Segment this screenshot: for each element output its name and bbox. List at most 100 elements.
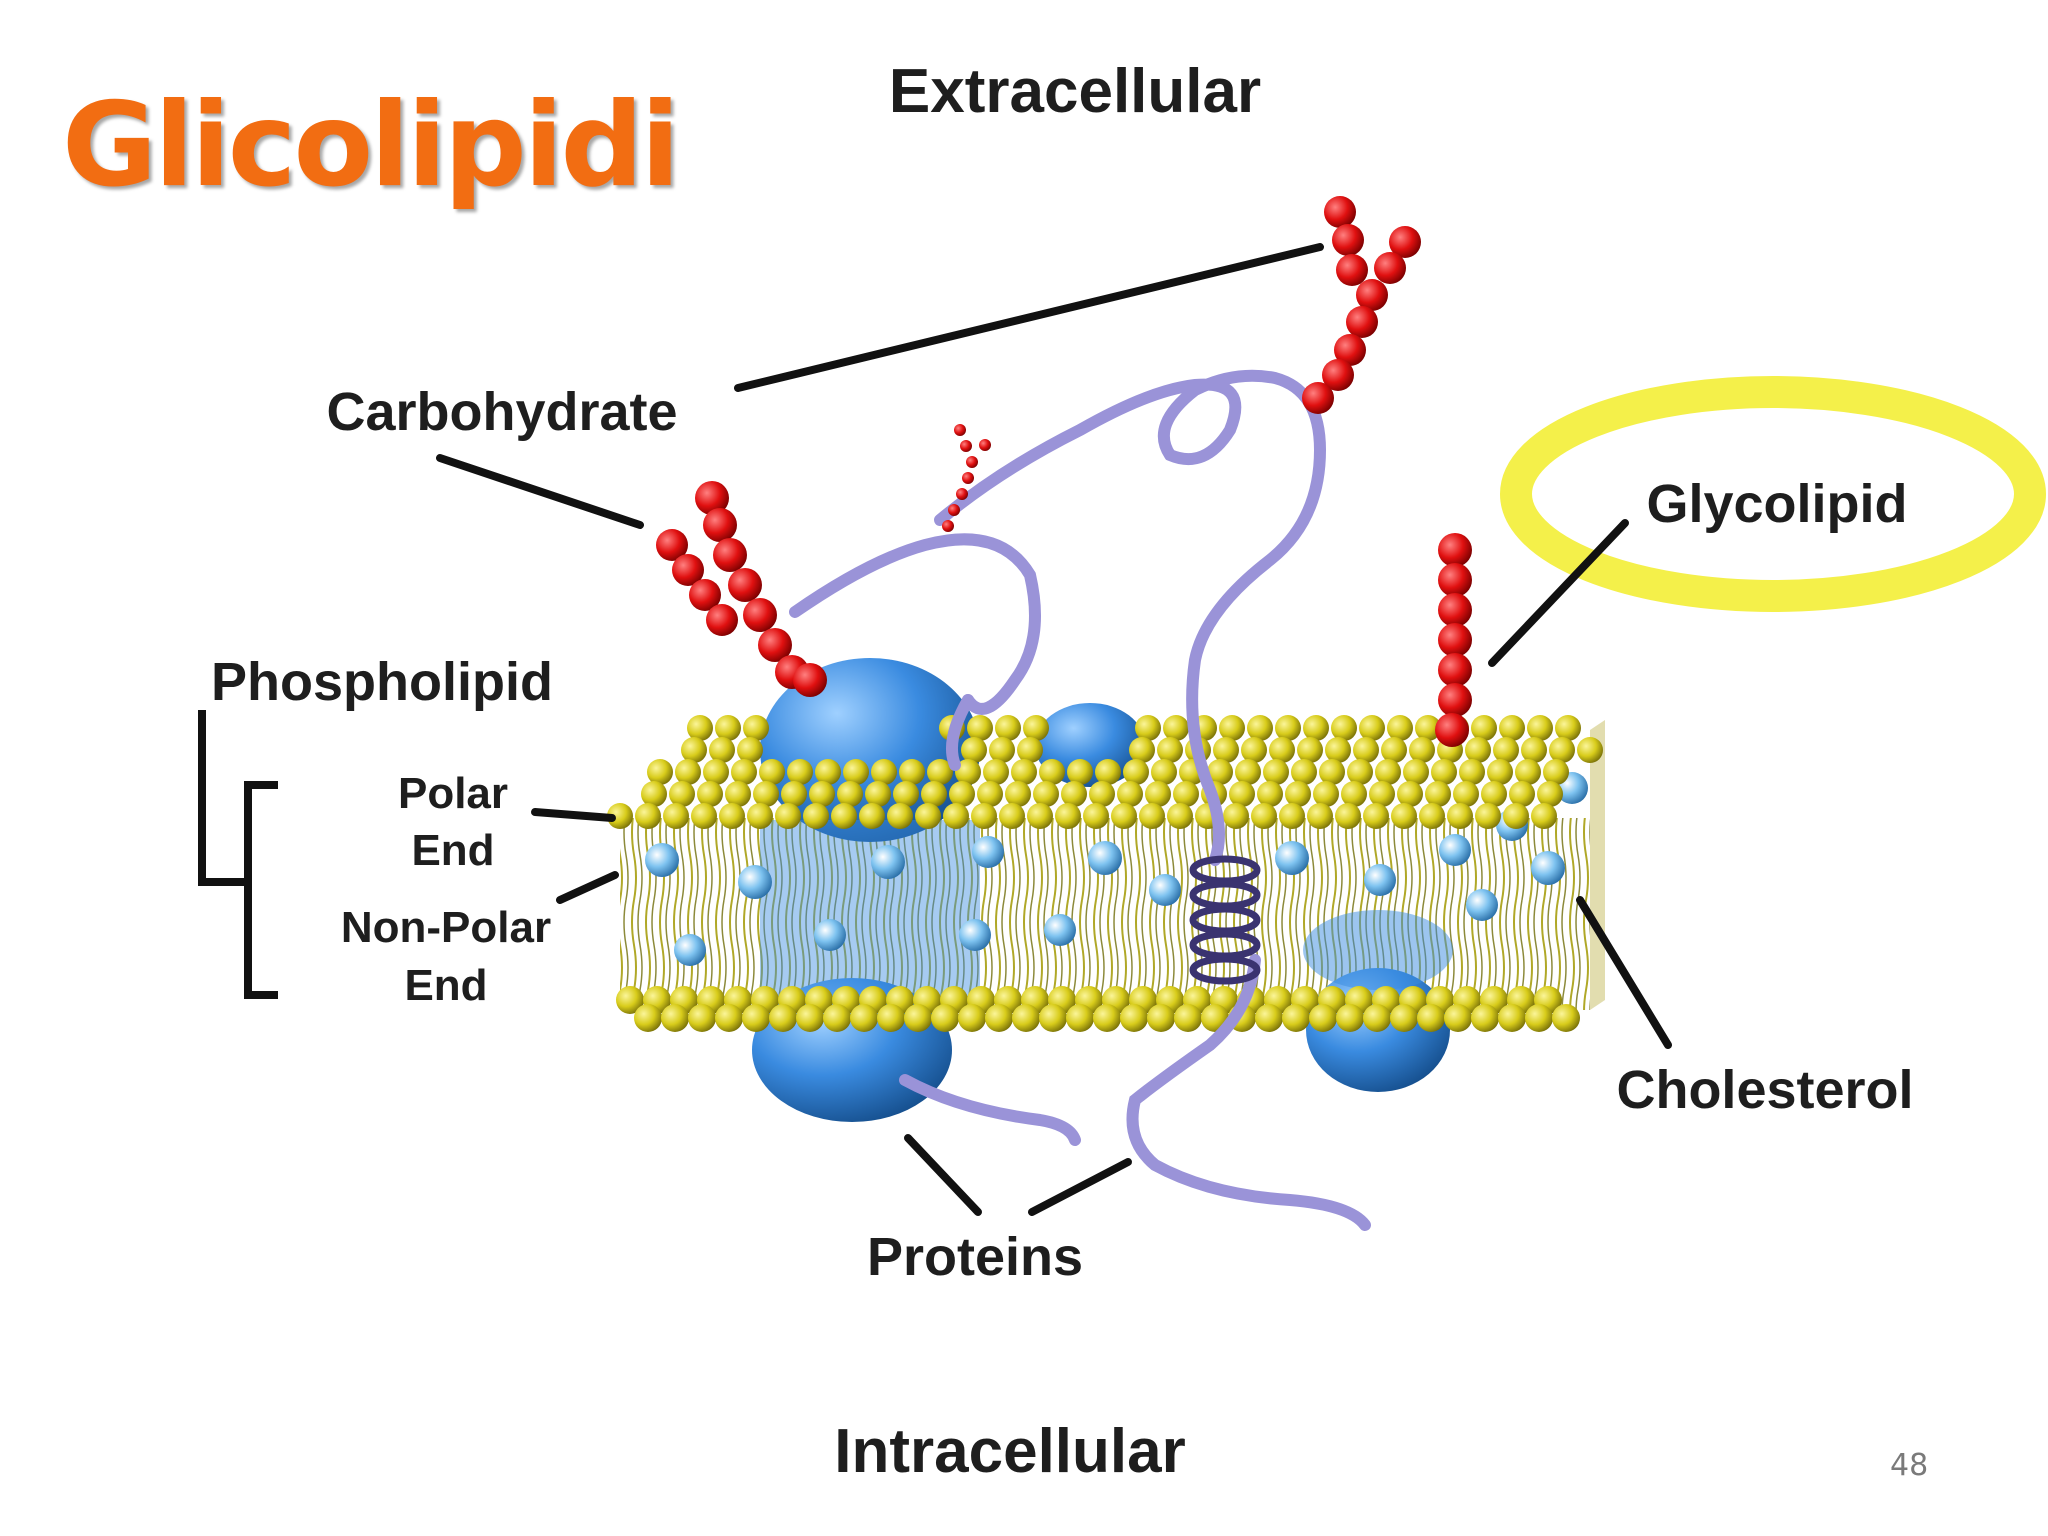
leader-lines (436, 243, 1672, 1216)
phospholipid-head (1325, 737, 1351, 763)
phospholipid-head (1111, 803, 1137, 829)
phospholipid-head (927, 759, 953, 785)
phospholipid-head (1061, 781, 1087, 807)
phospholipid-head (719, 803, 745, 829)
phospholipid-head (921, 781, 947, 807)
phospholipid-head (1223, 803, 1249, 829)
phospholipid-head (915, 803, 941, 829)
phospholipid-head (1403, 759, 1429, 785)
phospholipid-head (1387, 715, 1413, 741)
phospholipid-head (1525, 1004, 1553, 1032)
phospholipid-head (859, 803, 885, 829)
phospholipid-head (1255, 1004, 1283, 1032)
phospholipid-head (787, 759, 813, 785)
phospholipid-head (1235, 759, 1261, 785)
phospholipid-head (983, 759, 1009, 785)
phospholipid-head (697, 781, 723, 807)
label-cholesterol: Cholesterol (1616, 1060, 1913, 1120)
phospholipid-head (1067, 759, 1093, 785)
label-proteins: Proteins (867, 1227, 1083, 1287)
phospholipid-head (759, 759, 785, 785)
phospholipid-head (1219, 715, 1245, 741)
phospholipid-head (1499, 715, 1525, 741)
phospholipid-head (1375, 759, 1401, 785)
phospholipid-head (1269, 737, 1295, 763)
phospholipid-head (1498, 1004, 1526, 1032)
phospholipid-head (1241, 737, 1267, 763)
phospholipid-head (815, 759, 841, 785)
phospholipid-head (1363, 803, 1389, 829)
phospholipid-head (1309, 1004, 1337, 1032)
phospholipid-head (949, 781, 975, 807)
phospholipid-head (1487, 759, 1513, 785)
phospholipid-head (1577, 737, 1603, 763)
phospholipid-head (1117, 781, 1143, 807)
phospholipid-head (675, 759, 701, 785)
phospholipid-head (1444, 1004, 1472, 1032)
phospholipid-head (995, 715, 1021, 741)
phospholipid-head (1033, 781, 1059, 807)
phospholipid-head (1275, 715, 1301, 741)
phospholipid-head (809, 781, 835, 807)
phospholipid-head (1336, 1004, 1364, 1032)
phospholipid-head (1475, 803, 1501, 829)
phospholipid-head (775, 803, 801, 829)
phospholipid-head (971, 803, 997, 829)
phospholipid-head (1095, 759, 1121, 785)
phospholipid-head (865, 781, 891, 807)
phospholipid-head (931, 1004, 959, 1032)
phospholipid-head (1027, 803, 1053, 829)
phospholipid-head (1527, 715, 1553, 741)
phospholipid-head (1481, 781, 1507, 807)
phospholipid-head (1213, 737, 1239, 763)
phospholipid-heads-top (607, 715, 1603, 829)
phospholipid-head (1431, 759, 1457, 785)
phospholipid-head (687, 715, 713, 741)
phospholipid-head (1331, 715, 1357, 741)
protein-strands (789, 369, 1371, 1231)
protein-left-core (760, 820, 980, 1000)
phospholipid-head (1531, 803, 1557, 829)
phospholipid-head (1123, 759, 1149, 785)
phospholipid-head (967, 715, 993, 741)
phospholipid-head (887, 803, 913, 829)
phospholipid-head (1359, 715, 1385, 741)
phospholipid-head (1039, 1004, 1067, 1032)
phospholipid-head (955, 759, 981, 785)
phospholipid-head (899, 759, 925, 785)
phospholipid-head (1549, 737, 1575, 763)
phospholipid-head (715, 715, 741, 741)
phospholipid-head (681, 737, 707, 763)
phospholipid-head (661, 1004, 689, 1032)
phospholipid-head (1465, 737, 1491, 763)
phospholipid-head (1257, 781, 1283, 807)
label-intracellular: Intracellular (834, 1417, 1185, 1486)
phospholipid-head (663, 803, 689, 829)
phospholipid-head (1419, 803, 1445, 829)
phospholipid-heads-bottom (616, 986, 1580, 1032)
phospholipid-head (796, 1004, 824, 1032)
label-polar-end-1: Polar (398, 769, 508, 818)
label-extracellular: Extracellular (889, 57, 1261, 126)
protein-right-inner (1303, 910, 1453, 990)
phospholipid-head (1135, 715, 1161, 741)
phospholipid-head (1353, 737, 1379, 763)
phospholipid-head (1285, 781, 1311, 807)
phospholipid-head (1017, 737, 1043, 763)
phospholipid-head (837, 781, 863, 807)
label-phospholipid: Phospholipid (211, 652, 553, 712)
phospholipid-head (961, 737, 987, 763)
phospholipid-head (769, 1004, 797, 1032)
phospholipid-head (943, 803, 969, 829)
phospholipid-head (1163, 715, 1189, 741)
phospholipid-head (1151, 759, 1177, 785)
phospholipid-head (1397, 781, 1423, 807)
phospholipid-head (977, 781, 1003, 807)
phospholipid-head (647, 759, 673, 785)
phospholipid-head (958, 1004, 986, 1032)
phospholipid-head (1011, 759, 1037, 785)
phospholipid-head (1023, 715, 1049, 741)
label-carbohydrate: Carbohydrate (326, 382, 677, 442)
phospholipid-head (1012, 1004, 1040, 1032)
